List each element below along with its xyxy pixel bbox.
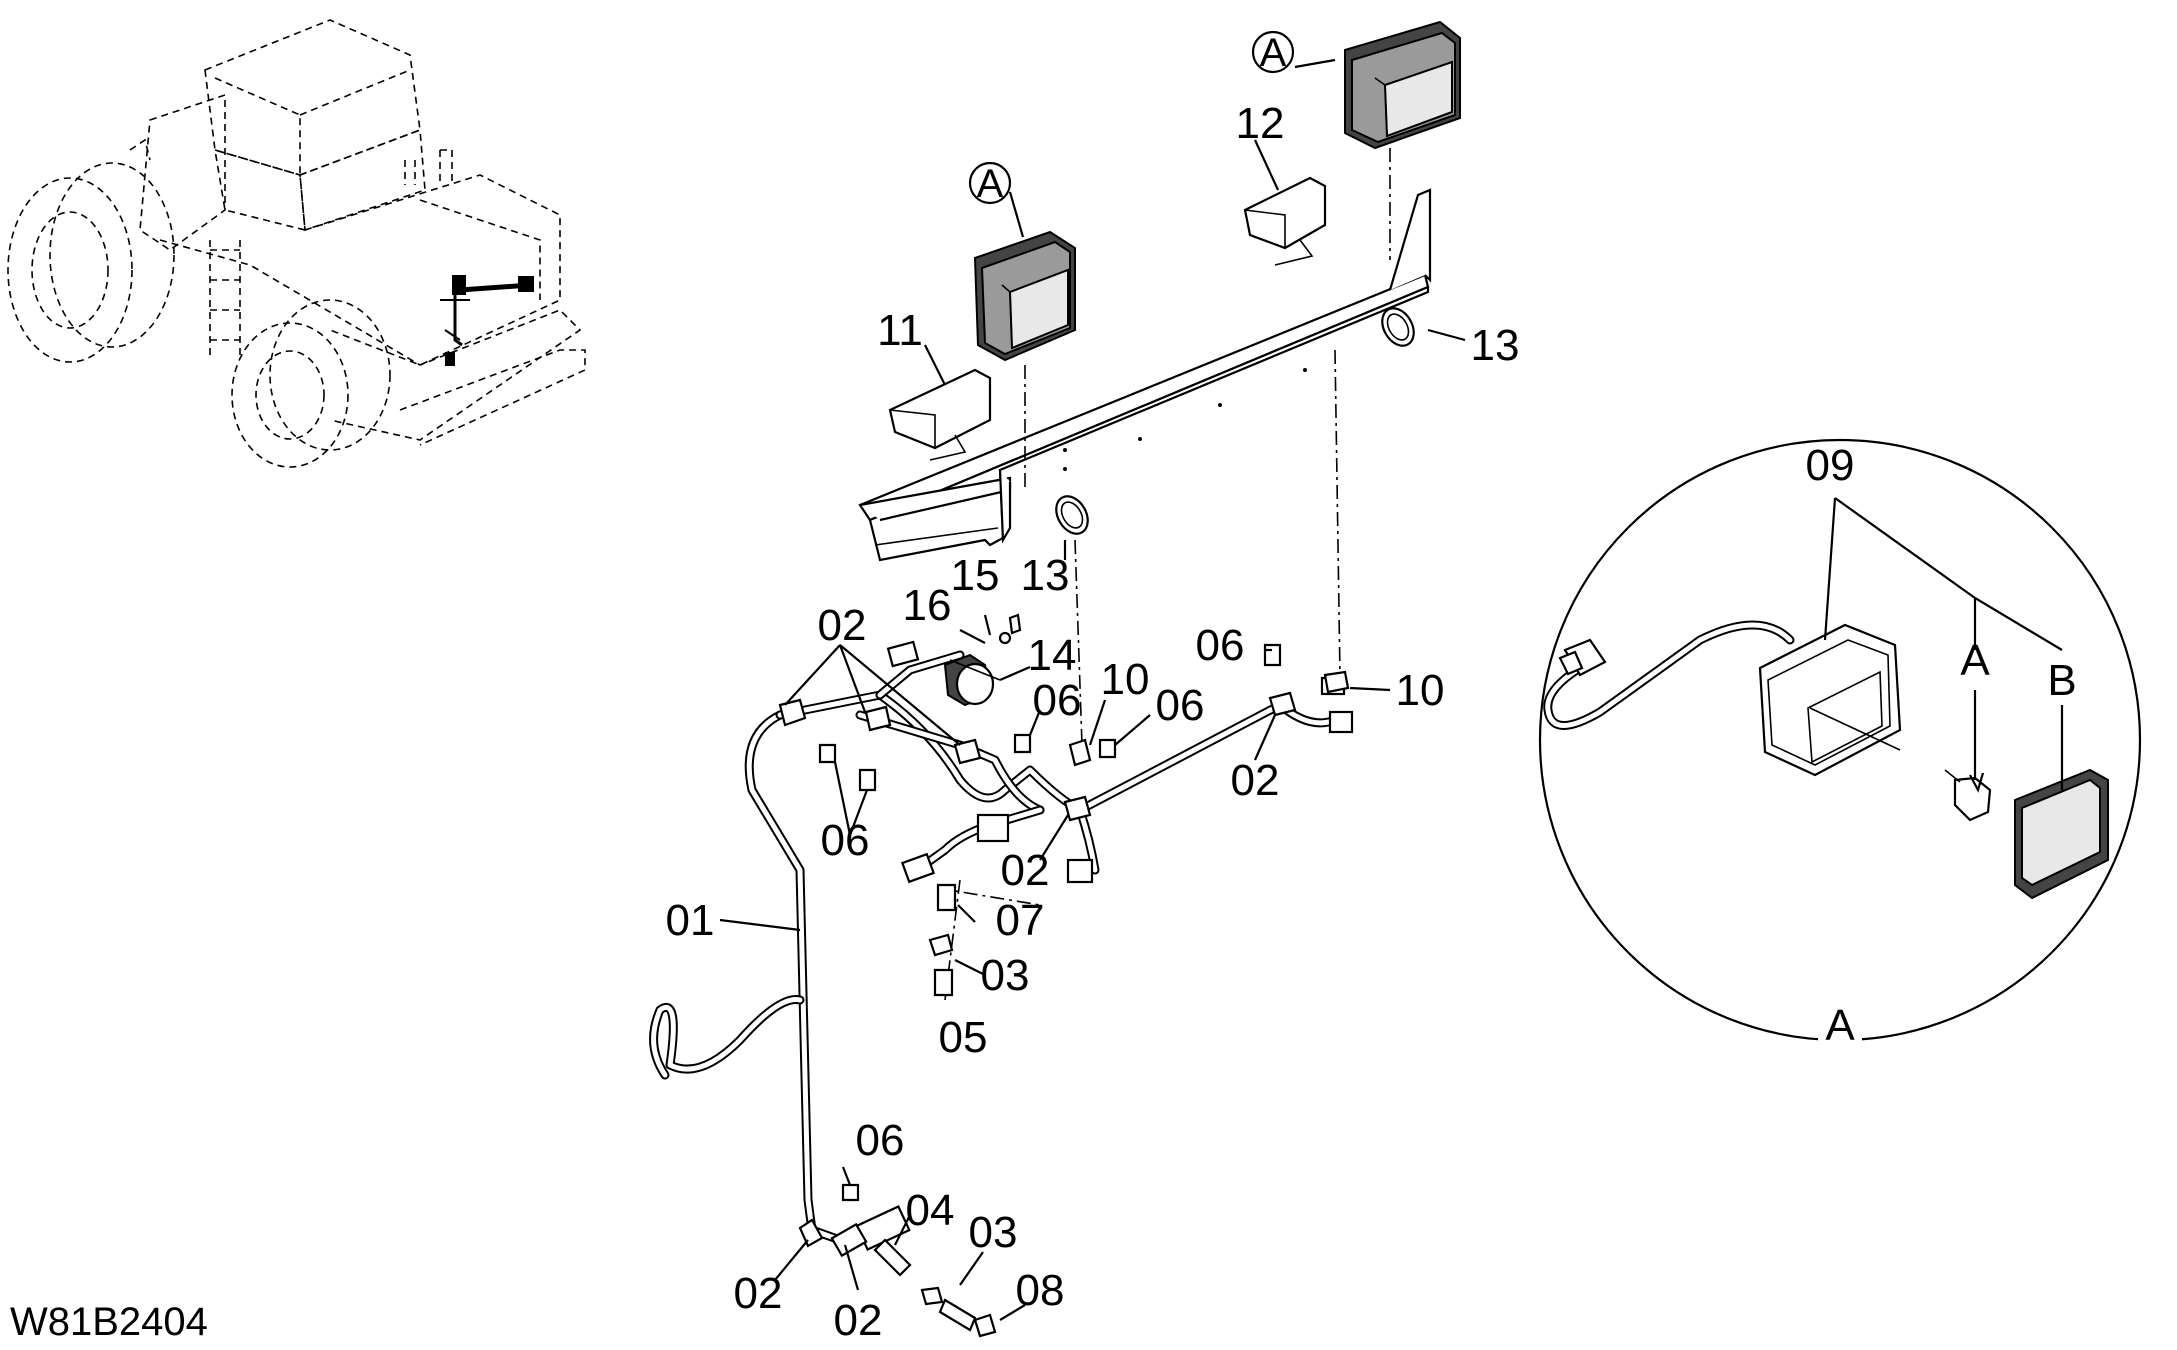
work-lamp-left bbox=[973, 230, 1076, 362]
label-14: 14 bbox=[1028, 631, 1077, 680]
label-02-right: 02 bbox=[1231, 756, 1280, 805]
label-08: 08 bbox=[1016, 1266, 1065, 1315]
bulb-icon bbox=[1944, 769, 1992, 822]
detail-view-a: 09 A B A bbox=[1538, 438, 2142, 1050]
view-a-marker-left-text: A bbox=[977, 162, 1004, 206]
label-06-top: 06 bbox=[1196, 621, 1245, 670]
grommet-13-left bbox=[1055, 495, 1089, 535]
view-a-marker-right: A bbox=[1251, 30, 1295, 75]
label-04: 04 bbox=[906, 1186, 955, 1235]
label-16: 16 bbox=[903, 581, 952, 630]
leader-lines bbox=[719, 58, 1466, 1321]
label-10-right: 10 bbox=[1396, 666, 1445, 715]
label-12: 12 bbox=[1236, 99, 1285, 148]
label-07: 07 bbox=[996, 896, 1045, 945]
mounting-bracket bbox=[858, 188, 1432, 562]
label-06-left: 06 bbox=[821, 816, 870, 865]
work-lamp-right bbox=[1344, 20, 1461, 150]
machine-overview-illustration bbox=[7, 19, 586, 468]
callout-labels: A A 12 11 13 13 15 16 14 02 06 10 06 06 … bbox=[666, 30, 1520, 1345]
label-01: 01 bbox=[666, 896, 715, 945]
view-a-marker-right-text: A bbox=[1260, 31, 1287, 75]
label-11: 11 bbox=[877, 306, 923, 355]
label-03-bottom: 03 bbox=[969, 1208, 1018, 1257]
detail-view-label: A bbox=[1825, 1001, 1855, 1050]
label-15: 15 bbox=[951, 551, 1000, 600]
label-09: 09 bbox=[1806, 441, 1855, 490]
relay-14 bbox=[943, 613, 1022, 707]
label-02-bottom-left: 02 bbox=[734, 1269, 783, 1318]
label-03-top: 03 bbox=[981, 951, 1030, 1000]
label-06-right: 06 bbox=[1156, 681, 1205, 730]
label-13-left: 13 bbox=[1021, 551, 1070, 600]
detail-label-a: A bbox=[1960, 636, 1990, 685]
label-10-left: 10 bbox=[1101, 655, 1150, 704]
label-02-top: 02 bbox=[818, 601, 867, 650]
label-06-bottom: 06 bbox=[856, 1116, 905, 1165]
detail-label-b: B bbox=[2047, 656, 2076, 705]
label-05: 05 bbox=[939, 1013, 988, 1062]
clamps bbox=[778, 670, 1350, 1248]
cover-part-12 bbox=[1243, 176, 1327, 266]
wire-harness-01 bbox=[649, 650, 1340, 1245]
view-a-marker-left: A bbox=[968, 161, 1012, 206]
label-02-bottom: 02 bbox=[834, 1296, 883, 1345]
grommet-13-right bbox=[1381, 307, 1415, 347]
cover-part-11 bbox=[888, 368, 992, 461]
label-02-mid: 02 bbox=[1001, 846, 1050, 895]
label-06-mid: 06 bbox=[1033, 676, 1082, 725]
drawing-code: W81B2404 bbox=[10, 1300, 208, 1344]
label-13-right: 13 bbox=[1471, 321, 1520, 370]
bolts bbox=[818, 643, 1282, 1338]
